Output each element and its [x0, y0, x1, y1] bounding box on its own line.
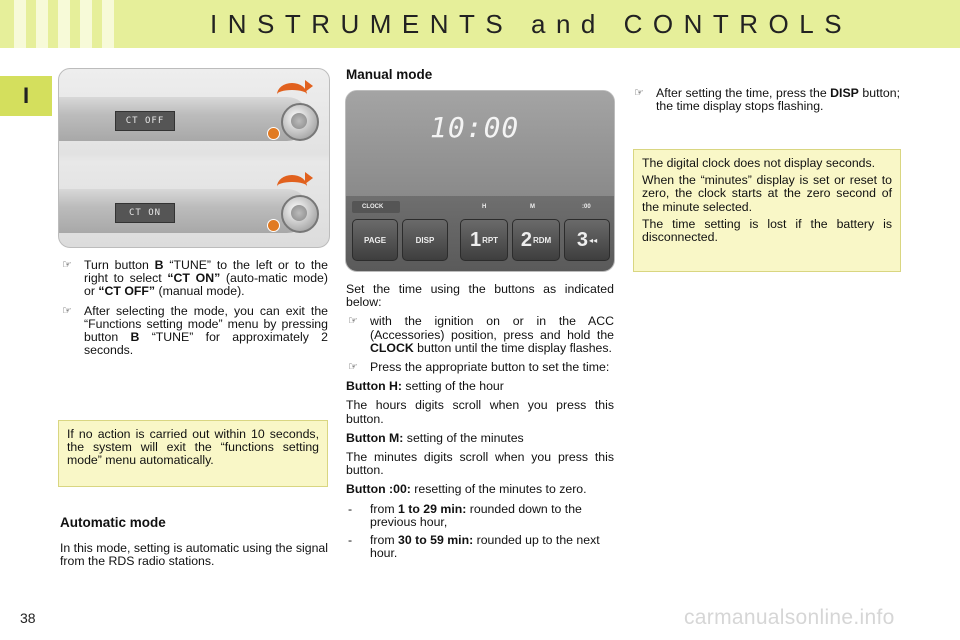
clock-label: CLOCK [362, 204, 384, 210]
watermark: carmanualsonline.info [684, 606, 895, 629]
rewind-button[interactable]: 3◂◂ [564, 219, 610, 261]
tune-knob-illustration: CT OFF CT ON [58, 68, 330, 248]
pointing-hand-icon: ☞ [348, 315, 358, 328]
button-b-marker-icon [267, 127, 280, 140]
clock-label-tag [352, 201, 400, 213]
page-title: INSTRUMENTS and CONTROLS [210, 9, 853, 39]
right-column: ☞ After setting the time, press the DISP… [632, 86, 900, 119]
lcd-ct-on: CT ON [115, 203, 175, 223]
h-label: H [482, 204, 487, 210]
rotate-arrow-icon [277, 80, 313, 106]
pointing-hand-icon: ☞ [62, 304, 72, 317]
button-b-marker-icon [267, 219, 280, 232]
list-item: ☞ After selecting the mode, you can exit… [62, 303, 328, 358]
list-item: ☞ Press the appropriate button to set th… [348, 360, 610, 375]
disp-button[interactable]: DISP [402, 219, 448, 261]
m-label: M [530, 204, 535, 210]
pointing-hand-icon: ☞ [634, 87, 644, 99]
zero-label: :00 [582, 204, 591, 210]
timeout-note: If no action is carried out within 10 se… [58, 420, 328, 487]
pointing-hand-icon: ☞ [62, 259, 72, 271]
button-m-line: Button M: setting of the minutes [346, 430, 524, 445]
automatic-mode-text: In this mode, setting is automatic using… [60, 541, 328, 569]
clock-display-value: 10:00 [430, 111, 520, 144]
tune-knob-top [281, 103, 319, 141]
pointing-hand-icon: ☞ [348, 361, 358, 374]
automatic-mode-heading: Automatic mode [60, 515, 166, 530]
list-item: ☞ Turn button B “TUNE” to the left or to… [62, 258, 328, 299]
clock-note: The digital clock does not display secon… [633, 149, 901, 272]
button-h-line: Button H: setting of the hour [346, 379, 504, 394]
button-zero-line: Button :00: resetting of the minutes to … [346, 482, 587, 497]
list-item: ☞ with the ignition on or in the ACC (Ac… [348, 314, 614, 355]
list-item: -from 30 to 59 min: rounded up to the ne… [348, 533, 600, 561]
tune-knob-bottom [281, 195, 319, 233]
list-item: ☞ After setting the time, press the DISP… [634, 86, 900, 114]
left-column: ☞ Turn button B “TUNE” to the left or to… [60, 258, 328, 363]
manual-mode-heading: Manual mode [346, 67, 433, 82]
middle-column: Set the time using the buttons as indica… [346, 282, 614, 561]
header-stripes [14, 0, 124, 48]
page-header: INSTRUMENTS and CONTROLS [0, 0, 960, 48]
radio-display: 10:00 [346, 91, 614, 196]
page-number: 38 [20, 610, 36, 626]
rotate-arrow-icon [277, 172, 313, 198]
section-tab: I [0, 76, 52, 116]
list-item: -from 1 to 29 min: rounded down to the p… [348, 501, 582, 529]
lcd-ct-off: CT OFF [115, 111, 175, 131]
page-button[interactable]: PAGE [352, 219, 398, 261]
